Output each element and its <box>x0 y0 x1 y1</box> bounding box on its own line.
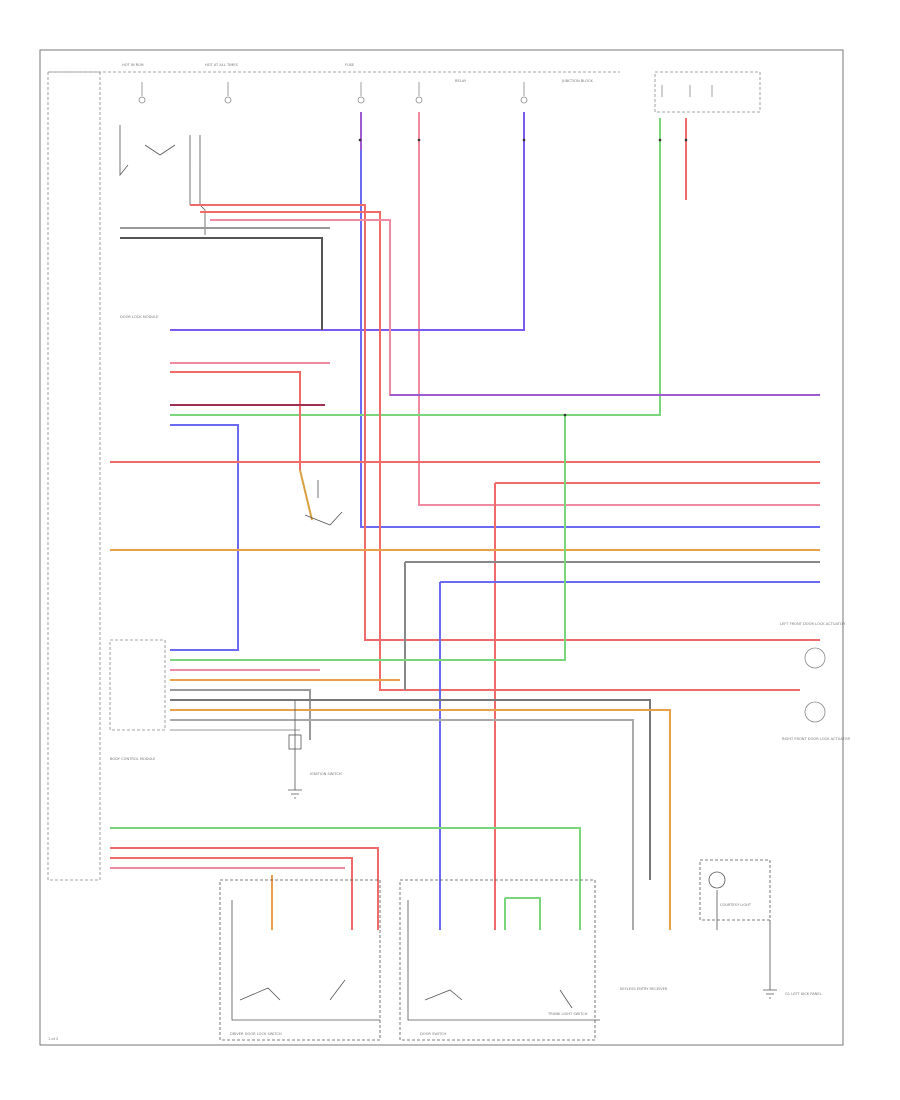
label-relay: RELAY <box>455 79 467 83</box>
diagram-border <box>39 49 844 1046</box>
wire-red-down <box>494 482 820 930</box>
label-ground: G1 LEFT KICK PANEL <box>785 992 822 996</box>
label-keyless-entry-receiver: KEYLESS ENTRY RECEIVER <box>620 987 668 991</box>
connector-dots <box>358 138 688 417</box>
right-front-actuator <box>804 647 826 723</box>
wire-blue-vertical <box>360 112 820 528</box>
label-trunk-light-switch: TRUNK LIGHT SWITCH <box>547 1012 588 1016</box>
label-fuse: FUSE <box>345 63 355 67</box>
switch-symbol-middle <box>304 480 343 526</box>
door-switch <box>399 879 600 1041</box>
wire-bundle-top <box>120 204 820 691</box>
label-ignition-switch: IGNITION SWITCH <box>310 772 342 776</box>
left-rear-door-lock-switch <box>219 879 381 1041</box>
label-junction-block: JUNCTION BLOCK <box>561 79 593 83</box>
footer-code: 1 of 2 <box>48 1037 58 1041</box>
body-control-module <box>109 639 671 930</box>
wire-bundle-bottom <box>110 827 581 930</box>
wire-green-down <box>170 415 566 661</box>
module-frame <box>47 71 101 881</box>
label-left-front-actuator: LEFT FRONT DOOR LOCK ACTUATOR <box>780 622 846 626</box>
relay-symbol <box>119 125 206 235</box>
label-body-control-module: BODY CONTROL MODULE <box>110 757 156 761</box>
ignition-connector <box>288 700 302 799</box>
label-courtesy-light: COURTESY LIGHT <box>720 903 752 907</box>
courtesy-light <box>699 859 777 999</box>
wire-blue-purple-right <box>170 112 525 331</box>
right-top-frame <box>654 71 761 113</box>
wire-green-top-right <box>170 118 661 416</box>
wire-pink-vertical <box>418 112 820 506</box>
wire-orange-diagonal <box>299 469 313 521</box>
wire-gray-middle <box>404 561 820 690</box>
label-hot-at-all-times: HOT AT ALL TIMES <box>205 63 239 67</box>
label-driver-door-lock-switch: DRIVER DOOR LOCK SWITCH <box>230 1032 282 1036</box>
door-lock-module-wires <box>170 362 330 651</box>
label-door-lock-module: DOOR LOCK MODULE <box>120 315 159 319</box>
label-right-front-actuator: RIGHT FRONT DOOR LOCK ACTUATOR <box>782 737 851 741</box>
label-door-switch: DOOR SWITCH <box>420 1032 446 1036</box>
fuse-block-top <box>138 82 713 104</box>
wire-blue-down <box>439 581 820 930</box>
label-hot-in-run: HOT IN RUN <box>122 63 144 67</box>
